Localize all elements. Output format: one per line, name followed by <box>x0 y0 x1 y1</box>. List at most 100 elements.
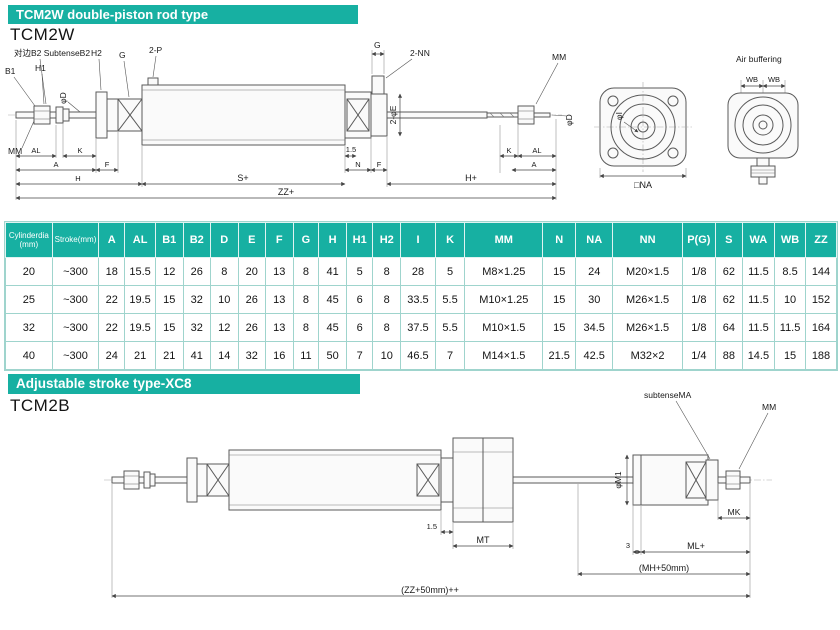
table-cell: 24 <box>574 257 614 286</box>
table-cell: 14 <box>210 341 239 370</box>
table-cell: 164 <box>804 313 838 342</box>
dim-label-d-right: φD <box>564 114 574 126</box>
table-cell: 11.5 <box>741 313 776 342</box>
table-cell: 8 <box>292 285 320 314</box>
table-cell: 11.5 <box>774 313 806 342</box>
table-cell: 22 <box>98 313 126 342</box>
table-cell: 15.5 <box>124 257 156 286</box>
table-cell: 10 <box>372 341 401 370</box>
table-cell: 88 <box>715 341 743 370</box>
table-cell: 13 <box>265 313 294 342</box>
table-cell: 62 <box>715 285 743 314</box>
callout-mm-right: MM <box>552 52 566 62</box>
table-cell: 16 <box>265 341 294 370</box>
dim-label-k-left: K <box>77 146 82 155</box>
table-cell: 40 <box>5 341 53 370</box>
dim-label-wb-left: WB <box>746 75 758 84</box>
table-cell: 12 <box>155 257 184 286</box>
stroke-adjusting-rod <box>512 454 751 506</box>
table-cell: 8.5 <box>774 257 806 286</box>
left-piston-rod <box>111 470 188 490</box>
upper-callouts: subtenseMA MM φM1 <box>613 390 776 506</box>
table-cell: 21.5 <box>542 341 576 370</box>
tcm2w-technical-drawing: 对边B2 SubtenseB2 B1 H1 H2 G 2-P G 2-NN MM… <box>5 40 799 201</box>
dim-label-ml-plus: ML+ <box>687 541 705 551</box>
table-cell: 32 <box>5 313 53 342</box>
column-header: ZZ <box>804 222 838 258</box>
column-header: S <box>715 222 743 258</box>
table-cell: 15 <box>542 257 576 286</box>
dim-label-zz-plus: ZZ+ <box>278 187 294 197</box>
dim-label-a-right: A <box>531 160 536 169</box>
section-banner-xc8-label: Adjustable stroke type-XC8 <box>16 376 192 391</box>
table-cell: 26 <box>237 285 266 314</box>
dim-label-zz-50: (ZZ+50mm)++ <box>401 585 459 595</box>
table-cell: 5 <box>434 257 466 286</box>
model-label-tcm2b: TCM2B <box>10 396 71 415</box>
table-cell: 15 <box>542 285 576 314</box>
table-cell: 45 <box>318 285 347 314</box>
column-header: K <box>434 222 466 258</box>
table-cell: 6 <box>345 285 374 314</box>
table-cell: 26 <box>182 257 211 286</box>
dim-label-mh-50: (MH+50mm) <box>639 563 689 573</box>
cylinder-body <box>141 84 346 146</box>
table-cell: 11.5 <box>741 285 776 314</box>
table-cell: 8 <box>292 257 320 286</box>
column-header: E <box>237 222 266 258</box>
table-cell: 32 <box>237 341 266 370</box>
diameter-labels: φD 2-φE φD <box>58 92 574 137</box>
table-cell: 7 <box>345 341 374 370</box>
table-cell: M26×1.5 <box>612 285 683 314</box>
dim-label-s-plus: S+ <box>237 173 248 183</box>
column-header: I <box>399 222 436 258</box>
table-cell: 20 <box>5 257 53 286</box>
callout-2p: 2-P <box>149 45 163 55</box>
callout-mm-left: MM <box>8 146 22 156</box>
table-cell: 15 <box>542 313 576 342</box>
table-cell: 13 <box>265 257 294 286</box>
column-header: G <box>292 222 320 258</box>
dim-label-a-left: A <box>53 160 58 169</box>
dim-label-h: H <box>75 174 80 183</box>
table-cell: 62 <box>715 257 743 286</box>
table-cell: 15 <box>774 341 806 370</box>
table-cell: 30 <box>574 285 614 314</box>
table-cell: 28 <box>399 257 436 286</box>
column-header: NA <box>574 222 614 258</box>
dim-label-phi-m1: φM1 <box>613 471 623 489</box>
end-view-square: φI □NA <box>594 82 692 190</box>
column-header: NN <box>612 222 683 258</box>
cylinder-body <box>228 449 454 511</box>
callout-2nn: 2-NN <box>410 48 430 58</box>
table-cell: ~300 <box>51 341 100 370</box>
dim-label-wb-right: WB <box>768 75 780 84</box>
callout-mm: MM <box>762 402 776 412</box>
column-header: WA <box>741 222 776 258</box>
table-cell: 8 <box>210 257 239 286</box>
dim-label-h-plus: H+ <box>465 173 477 183</box>
table-cell: 41 <box>318 257 347 286</box>
table-cell: 152 <box>804 285 838 314</box>
callout-b1: B1 <box>5 66 16 76</box>
dim-label-f-right: F <box>377 160 382 169</box>
table-cell: 41 <box>182 341 211 370</box>
table-cell: 15 <box>155 313 184 342</box>
table-cell: 11.5 <box>741 257 776 286</box>
table-cell: 18 <box>98 257 126 286</box>
section-banner-tcm2w-label: TCM2W double-piston rod type <box>16 7 209 22</box>
callout-subtense-ma: subtenseMA <box>644 390 692 400</box>
table-cell: 1/8 <box>681 285 717 314</box>
table-cell: 5 <box>345 257 374 286</box>
table-cell: 6 <box>345 313 374 342</box>
column-header: Stroke(mm) <box>51 222 100 258</box>
callout-g-left: G <box>119 50 126 60</box>
table-cell: 45 <box>318 313 347 342</box>
section-banner-tcm2w: TCM2W double-piston rod type <box>8 5 358 24</box>
dim-label-phi-i: φI <box>614 112 624 120</box>
dim-label-na-square: □NA <box>634 180 652 190</box>
table-cell: ~300 <box>51 257 100 286</box>
